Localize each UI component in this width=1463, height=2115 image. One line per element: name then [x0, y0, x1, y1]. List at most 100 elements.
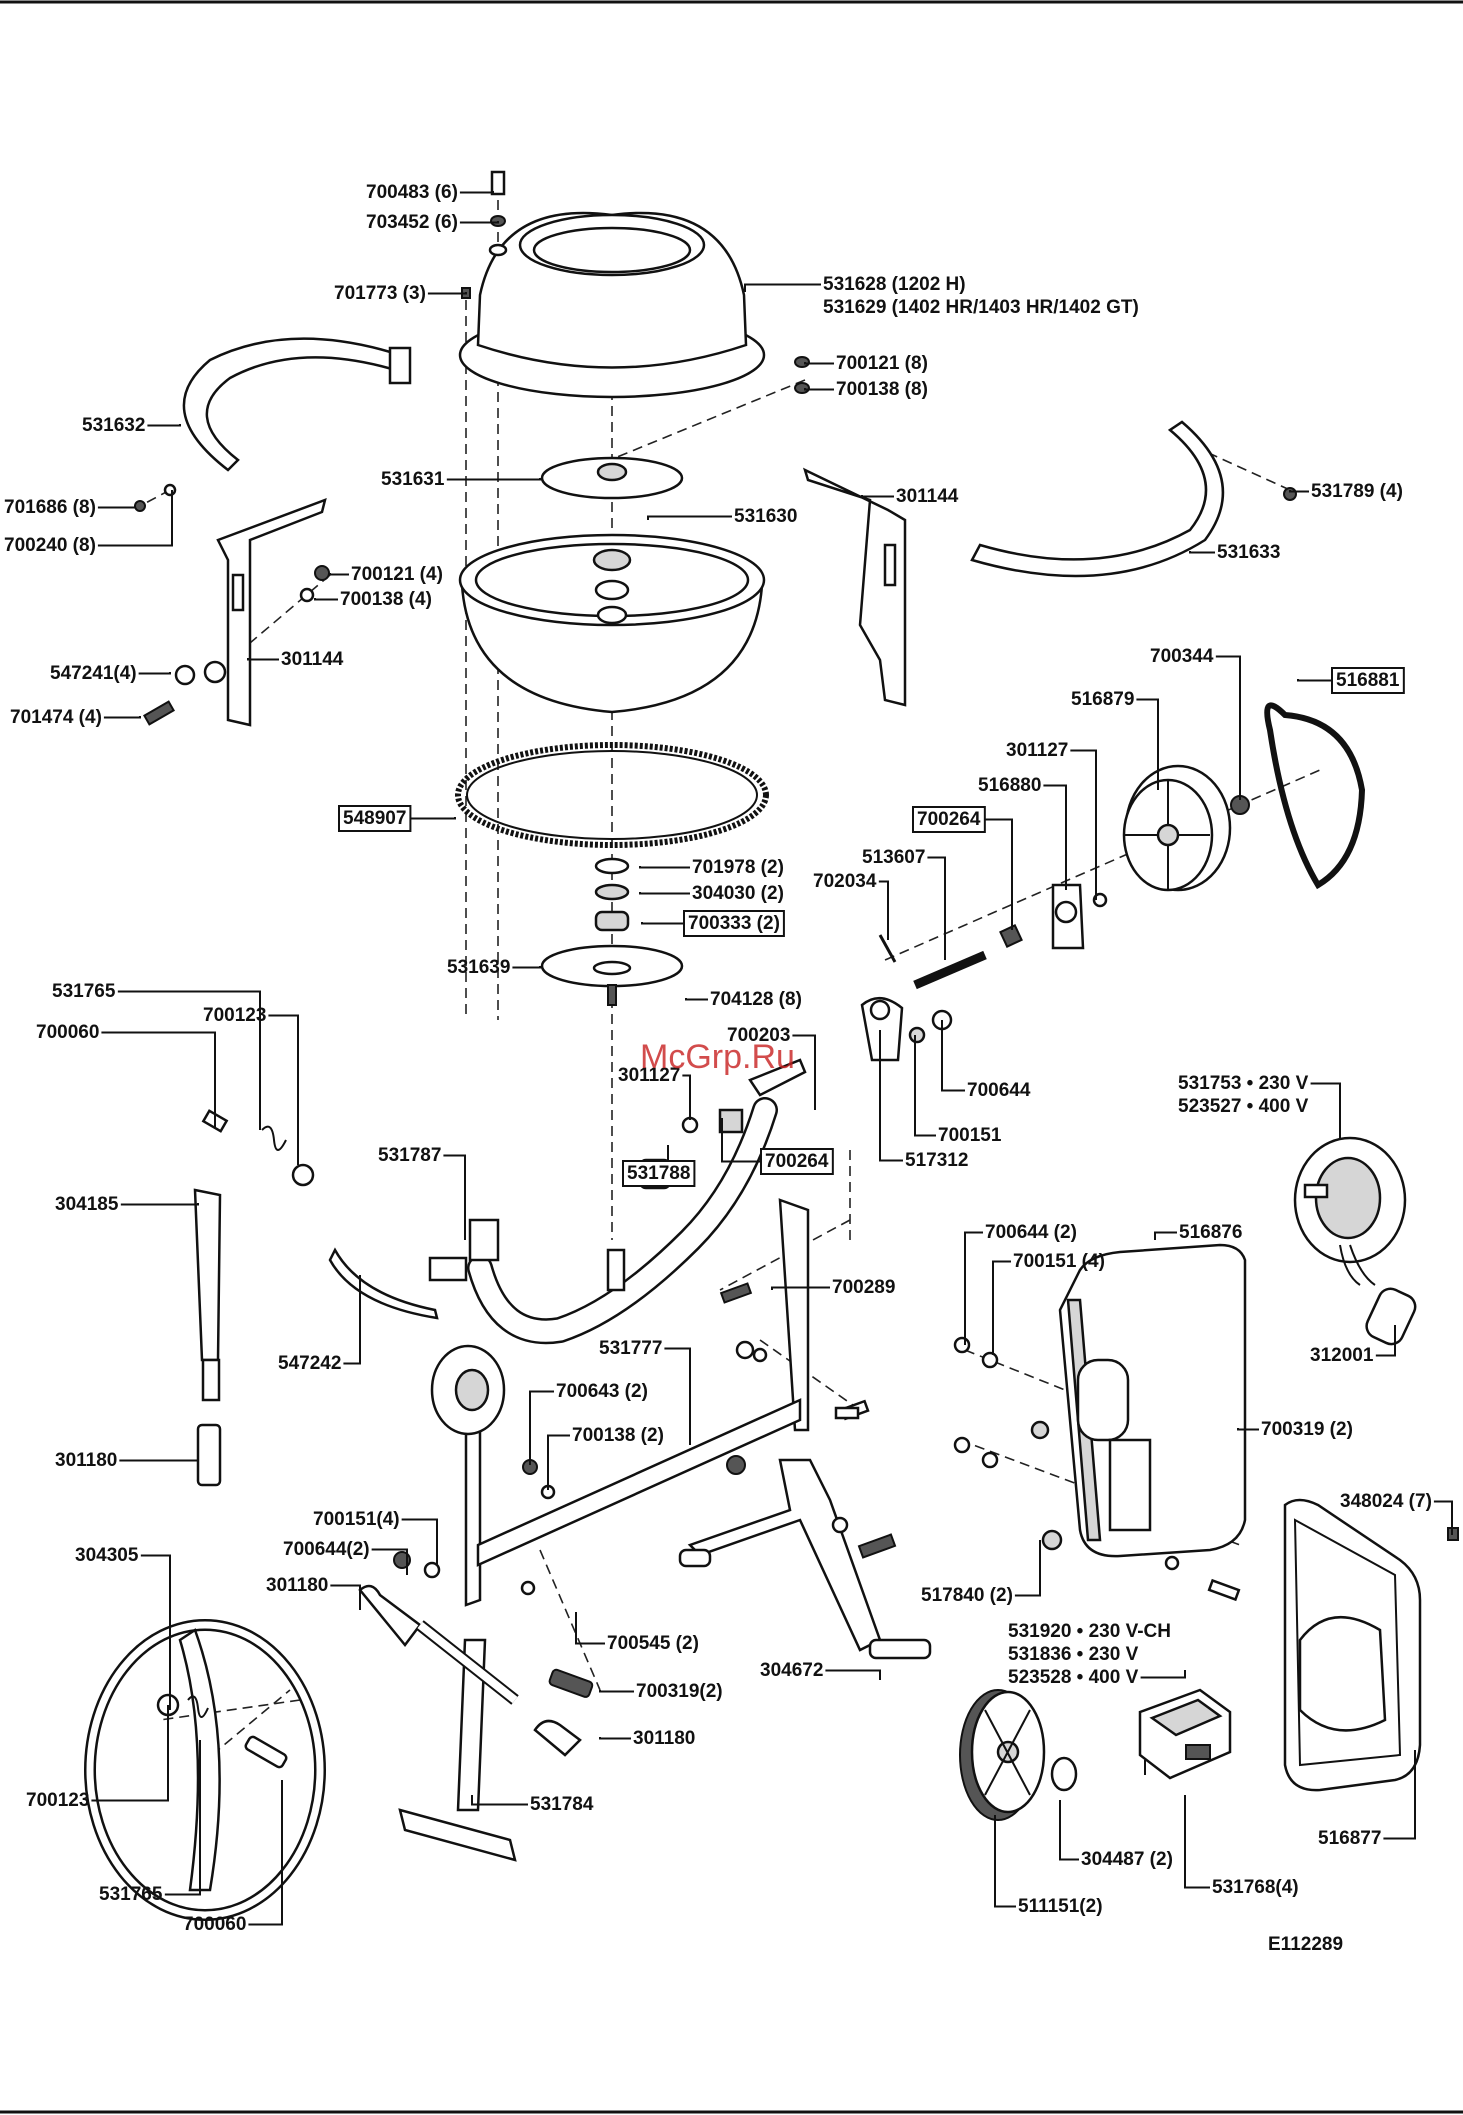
leader-line [639, 892, 690, 895]
part-label: 517312 [905, 1150, 968, 1171]
leader-line [443, 1154, 466, 1240]
part-label: 301180 [633, 1728, 695, 1749]
leader-line [103, 716, 141, 719]
part-label: 700151(4) [313, 1509, 400, 1530]
frame [430, 1198, 810, 1607]
motor-cover [953, 1243, 1247, 1558]
leader-line [1140, 1670, 1186, 1679]
part-label: 531633 [1217, 542, 1280, 563]
flange-531631 [540, 456, 684, 500]
watermark: McGrp.Ru [640, 1038, 795, 1076]
leader-line [117, 990, 261, 1130]
leader-line [329, 573, 349, 576]
part-label: 523528 • 400 V [1008, 1667, 1139, 1688]
leader-line [371, 1548, 408, 1575]
leader-line [1375, 1325, 1396, 1357]
leader-line [459, 221, 499, 224]
bracket-right [802, 467, 907, 707]
leader-line [1433, 1500, 1453, 1535]
handle-lever [193, 1109, 315, 1487]
fan-cover [1283, 1498, 1459, 1792]
part-label: 531787 [378, 1145, 441, 1166]
wheel [959, 1689, 1078, 1821]
leader-line [446, 478, 541, 481]
motor [1293, 1136, 1417, 1346]
leader-line [529, 1390, 554, 1465]
drawing-code: E112289 [1268, 1934, 1343, 1955]
part-label-box [760, 1148, 834, 1175]
leader-line [140, 1554, 171, 1710]
part-label: 301180 [55, 1450, 117, 1471]
leader-line [599, 1737, 631, 1740]
part-label: 700644(2) [283, 1539, 370, 1560]
part-label: 523527 • 400 V [1178, 1096, 1309, 1117]
part-label: 700644 (2) [985, 1222, 1077, 1243]
leader-line [984, 818, 1013, 930]
leader-line [879, 1030, 903, 1162]
part-label: 700545 (2) [607, 1633, 699, 1654]
part-label-box [338, 805, 412, 832]
part-label: 700644 [967, 1080, 1031, 1101]
leader-line [1043, 784, 1067, 890]
leader-line [91, 1705, 169, 1802]
leader-line [248, 1780, 283, 1926]
part-label: 312001 [1310, 1345, 1374, 1366]
leader-line [647, 515, 732, 520]
part-label: 531920 • 230 V-CH [1008, 1621, 1171, 1642]
leader-line [1184, 1815, 1210, 1889]
leader-line [1297, 679, 1332, 682]
part-label: 700151 (4) [1013, 1251, 1105, 1272]
part-label: 700121 (4) [351, 564, 443, 585]
leader-line [1237, 1428, 1259, 1431]
part-label: 348024 (7) [1340, 1491, 1432, 1512]
leader-line [120, 1203, 199, 1206]
part-label: 700289 [832, 1277, 895, 1298]
part-label: 700123 [203, 1005, 266, 1026]
part-label: 700138 (4) [340, 589, 432, 610]
arc-guard-right [970, 420, 1225, 578]
leader-line [639, 866, 690, 869]
leader-line [1070, 749, 1097, 900]
drive-shaft [878, 883, 1108, 990]
leader-line [138, 672, 171, 675]
part-label: 547241(4) [50, 663, 137, 684]
leader-lines [91, 191, 1453, 1926]
part-label-box [1331, 667, 1405, 694]
leader-line [941, 1020, 965, 1092]
leader-line [1154, 1231, 1177, 1240]
part-label: 516879 [1071, 689, 1134, 710]
leader-line [401, 1518, 438, 1565]
part-label: 304672 [760, 1660, 823, 1681]
part-label-box [622, 1160, 696, 1187]
part-label: 516881 [1336, 670, 1400, 691]
drum-top-cone [458, 211, 766, 399]
leader-line [1059, 1800, 1079, 1861]
leader-line [119, 1459, 199, 1462]
leader-line [878, 880, 889, 940]
bracket-fasteners [134, 483, 1297, 726]
part-label: 531629 (1402 HR/1403 HR/1402 GT) [823, 297, 1139, 318]
part-label: 700060 [183, 1914, 246, 1935]
leader-line [459, 191, 494, 194]
part-label: 304185 [55, 1194, 119, 1215]
part-label: 700240 (8) [4, 535, 96, 556]
leader-line [861, 495, 894, 498]
part-label: 304487 (2) [1081, 1849, 1173, 1870]
part-label: 511151(2) [1018, 1896, 1103, 1917]
part-label: 301180 [266, 1575, 328, 1596]
part-label: 531628 (1202 H) [823, 274, 966, 295]
part-label: 700264 [917, 809, 981, 830]
leader-line [268, 1014, 299, 1165]
part-label: 700344 [1150, 646, 1214, 667]
part-label: 700203 [727, 1025, 790, 1046]
leader-line [825, 1669, 881, 1680]
leader-line [792, 1034, 816, 1110]
leader-line [247, 658, 279, 661]
part-label: 531639 [447, 957, 510, 978]
part-label: 531788 [627, 1163, 690, 1184]
part-label: 516880 [978, 775, 1041, 796]
leader-line [914, 1035, 936, 1137]
part-label: 301144 [896, 486, 959, 507]
part-label: 531630 [734, 506, 797, 527]
